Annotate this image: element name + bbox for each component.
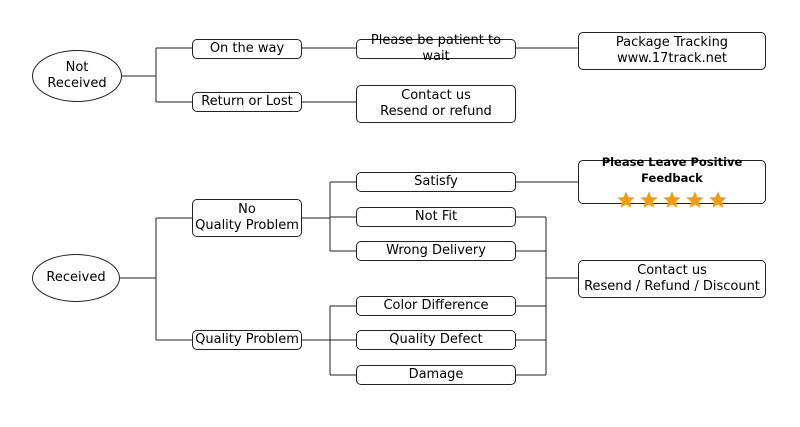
not-received-node: Not Received	[32, 50, 122, 102]
received-node: Received	[32, 254, 120, 302]
no-label: No	[238, 202, 256, 217]
package-tracking-node: Package Tracking www.17track.net	[578, 32, 766, 70]
star-icon	[640, 191, 658, 208]
contact-resend-refund-discount-node: Contact us Resend / Refund / Discount	[578, 260, 766, 298]
not-received-line2: Received	[47, 76, 107, 91]
quality-problem-node: Quality Problem	[192, 330, 302, 350]
satisfy-node: Satisfy	[356, 172, 516, 192]
color-difference-label: Color Difference	[383, 298, 489, 313]
return-or-lost-label: Return or Lost	[201, 94, 293, 109]
wrong-delivery-node: Wrong Delivery	[356, 241, 516, 261]
quality-defect-node: Quality Defect	[356, 330, 516, 350]
star-icon	[617, 191, 635, 208]
on-the-way-label: On the way	[209, 41, 285, 56]
wrong-delivery-label: Wrong Delivery	[386, 243, 486, 258]
resend-refund-discount-label: Resend / Refund / Discount	[584, 279, 760, 294]
contact-resend-refund-node: Contact us Resend or refund	[356, 85, 516, 123]
quality-problem-label: Quality Problem	[195, 332, 299, 347]
feedback-stars	[616, 190, 728, 210]
color-difference-node: Color Difference	[356, 296, 516, 316]
star-icon	[686, 191, 704, 208]
satisfy-label: Satisfy	[414, 174, 458, 189]
return-or-lost-node: Return or Lost	[192, 92, 302, 112]
contact-us-label: Contact us	[401, 88, 471, 103]
be-patient-node: Please be patient to wait	[356, 33, 516, 64]
star-icon	[663, 191, 681, 208]
star-icon	[709, 191, 727, 208]
not-received-line1: Not	[65, 60, 89, 75]
tracking-url: www.17track.net	[617, 51, 727, 66]
not-fit-node: Not Fit	[356, 207, 516, 227]
damage-label: Damage	[408, 367, 464, 382]
no-quality-problem-node: No Quality Problem	[192, 199, 302, 237]
quality-problem-label: Quality Problem	[195, 218, 299, 233]
contact-us-label: Contact us	[637, 263, 707, 278]
quality-defect-label: Quality Defect	[389, 332, 483, 347]
positive-feedback-label: Please Leave Positive Feedback	[601, 155, 743, 185]
be-patient-label: Please be patient to wait	[370, 33, 502, 64]
on-the-way-node: On the way	[192, 39, 302, 59]
damage-node: Damage	[356, 365, 516, 385]
positive-feedback-node: Please Leave Positive Feedback	[578, 155, 766, 208]
resend-or-refund-label: Resend or refund	[380, 104, 492, 119]
not-fit-label: Not Fit	[414, 209, 458, 224]
package-tracking-label: Package Tracking	[615, 35, 729, 50]
received-label: Received	[46, 270, 106, 285]
